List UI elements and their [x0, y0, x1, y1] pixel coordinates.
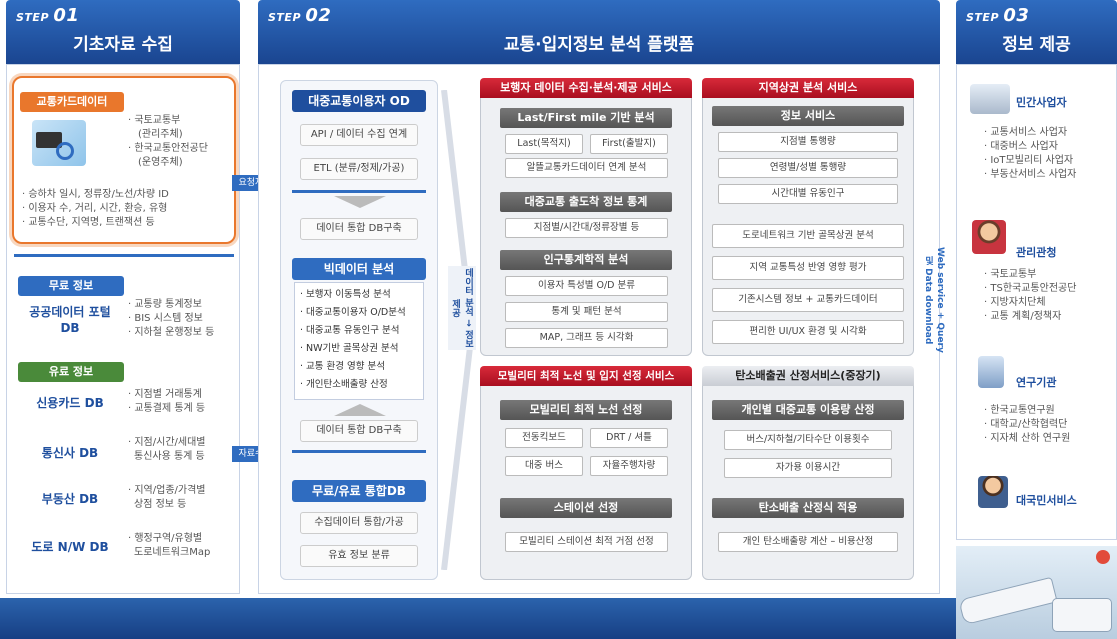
carbon-calc-cell: 개인 탄소배출량 계산 – 비용산정 — [718, 532, 898, 552]
up-arrow — [334, 404, 386, 416]
svc2-item-1: 도로네트워크 기반 골목상권 분석 — [712, 224, 904, 248]
bottom-bar — [0, 598, 1117, 639]
step1-num: 01 — [53, 5, 80, 26]
analysis-vertical-label: 데이터 분석 → 정보 제공 — [448, 266, 476, 350]
svc2-cell-3: 시간대별 유동인구 — [718, 184, 898, 204]
telecom-items: · 지점/시간/세대별 통신사용 통계 등 — [128, 437, 206, 462]
usage-count-cell: 버스/지하철/기타수단 이용횟수 — [724, 430, 892, 450]
svc2-item-3: 기존시스템 정보 + 교통카드데이터 — [712, 288, 904, 312]
card-reader-icon — [32, 120, 86, 166]
private-items: · 교통서비스 사업자 · 대중버스 사업자 · IoT모빌리티 사업자 · 부… — [984, 127, 1077, 180]
step3-label: STEP — [966, 11, 1000, 24]
card-orgs: · 국토교통부 (관리주체) · 한국교통안전공단 (운영주체) — [128, 115, 208, 168]
bus-icon — [1052, 598, 1112, 632]
od-class-cell: 이용자 특성별 O/D 분류 — [505, 276, 668, 296]
officials-icon — [972, 220, 1006, 254]
tram-icon — [958, 576, 1058, 626]
road-network-db: 도로 N/W DB — [31, 540, 109, 554]
credit-card-items: · 지점별 거래통계 · 교통결제 통계 등 — [128, 389, 206, 414]
group-research: 연구기관 — [1016, 376, 1057, 389]
card-items: · 승하차 일시, 정류장/노선/차량 ID · 이용자 수, 거리, 시간, … — [22, 189, 169, 228]
road-network-items: · 행정구역/유형별 도로네트워크Map — [128, 533, 211, 558]
group-government: 관리관청 — [1016, 246, 1057, 259]
step1-header: STEP 01 기초자료 수집 — [6, 0, 240, 64]
bigdata-box — [294, 282, 424, 400]
step1-label: STEP — [16, 11, 50, 24]
svc2-cell-2: 연령별/성별 통행량 — [718, 158, 898, 178]
svc2-cell-1: 지점별 통행량 — [718, 132, 898, 152]
svc2-g1: 정보 서비스 — [712, 106, 904, 126]
group-public: 대국민서비스 — [1016, 494, 1077, 507]
step3-num: 03 — [1003, 5, 1030, 26]
card-data-tag: 교통카드데이터 — [20, 92, 124, 112]
svc3-head: 모빌리티 최적 노선 및 입지 선정 서비스 — [480, 366, 692, 386]
etl-box: ETL (분류/정제/가공) — [300, 158, 418, 180]
step2-title: 교통·입지정보 분석 플랫폼 — [503, 35, 695, 55]
altteul-cell: 알뜰교통카드데이터 연계 분석 — [505, 158, 668, 178]
drt-cell: DRT / 셔틀 — [590, 428, 668, 448]
step3-title: 정보 제공 — [1002, 35, 1071, 55]
svc4-head: 탄소배출권 산정서비스(중장기) — [702, 366, 914, 386]
webservice-label: Web service + Query 및 Data download — [923, 247, 945, 353]
svc3-g2: 스테이션 선정 — [500, 498, 672, 518]
step2-num: 02 — [305, 5, 332, 26]
svc1-g2: 대중교통 출도착 정보 통계 — [500, 192, 672, 212]
pattern-cell: 통계 및 패턴 분석 — [505, 302, 668, 322]
svc2-item-2: 지역 교통특성 반영 영향 평가 — [712, 256, 904, 280]
free-info-tag: 무료 정보 — [18, 276, 124, 296]
station-cell: 지점별/시간대/정류장별 등 — [505, 218, 668, 238]
first-mile-cell: First(출발지) — [590, 134, 668, 154]
autonomous-cell: 자율주행차량 — [590, 456, 668, 476]
car-time-cell: 자가용 이용시간 — [724, 458, 892, 478]
bus-cell: 대중 버스 — [505, 456, 583, 476]
step3-panel — [956, 64, 1117, 540]
bigdata-items: · 보행자 이동특성 분석 · 대중교통이용자 O/D분석 · 대중교통 유동인… — [300, 289, 406, 390]
svc4-g1: 개인별 대중교통 이용량 산정 — [712, 400, 904, 420]
db-build-box: 데이터 통합 DB구축 — [300, 218, 418, 240]
realestate-db: 부동산 DB — [41, 492, 99, 506]
svc4-g2: 탄소배출 산정식 적용 — [712, 498, 904, 518]
integ-head: 무료/유료 통합DB — [292, 480, 426, 502]
svc1-head: 보행자 데이터 수집·분석·제공 서비스 — [480, 78, 692, 98]
government-items: · 국토교통부 · TS한국교통안전공단 · 지방자치단체 · 교통 계획/정책… — [984, 269, 1077, 322]
mobility-station-cell: 모빌리티 스테이션 최적 거점 선정 — [505, 532, 668, 552]
public-data-db: 공공데이터 포털 DB — [29, 305, 111, 335]
svc1-g3: 인구통계학적 분석 — [500, 250, 672, 270]
divider — [14, 254, 234, 257]
last-mile-cell: Last(목적지) — [505, 134, 583, 154]
research-items: · 한국교통연구원 · 대학교/산학협력단 · 지자체 산하 연구원 — [984, 405, 1071, 444]
card-data-box — [12, 76, 236, 244]
bigdata-head: 빅데이터 분석 — [292, 258, 426, 280]
research-building-icon — [978, 356, 1004, 388]
svc2-item-4: 편리한 UI/UX 환경 및 시각화 — [712, 320, 904, 344]
kickboard-cell: 전동킥보드 — [505, 428, 583, 448]
integ-box-1: 수집데이터 통합/가공 — [300, 512, 418, 534]
od-underline — [292, 190, 426, 193]
svc2-head: 지역상권 분석 서비스 — [702, 78, 914, 98]
group-private: 민간사업자 — [1016, 96, 1067, 109]
paid-info-tag: 유료 정보 — [18, 362, 124, 382]
step1-title: 기초자료 수집 — [73, 35, 173, 55]
telecom-db: 통신사 DB — [41, 446, 99, 460]
down-arrow-1 — [334, 196, 386, 208]
svc1-g1: Last/First mile 기반 분석 — [500, 108, 672, 128]
step2-label: STEP — [268, 11, 302, 24]
od-head: 대중교통이용자 OD — [292, 90, 426, 112]
transit-illustration — [956, 546, 1117, 639]
credit-card-db: 신용카드 DB — [36, 396, 104, 410]
db-build-box-2: 데이터 통합 DB구축 — [300, 420, 418, 442]
step2-header: STEP 02 교통·입지정보 분석 플랫폼 — [258, 0, 940, 64]
building-icon — [970, 84, 1010, 114]
citizen-icon — [978, 476, 1008, 508]
svc3-g1: 모빌리티 최적 노선 선정 — [500, 400, 672, 420]
realestate-items: · 지역/업종/가격별 상점 정보 등 — [128, 485, 206, 510]
location-pin-icon — [1096, 550, 1110, 564]
api-box: API / 데이터 수집 연계 — [300, 124, 418, 146]
free-items: · 교통량 통계정보 · BIS 시스템 정보 · 지하철 운행정보 등 — [128, 299, 215, 338]
integ-overline — [292, 450, 426, 453]
map-cell: MAP, 그래프 등 시각화 — [505, 328, 668, 348]
step3-header: STEP 03 정보 제공 — [956, 0, 1117, 64]
integ-box-2: 유효 정보 분류 — [300, 545, 418, 567]
